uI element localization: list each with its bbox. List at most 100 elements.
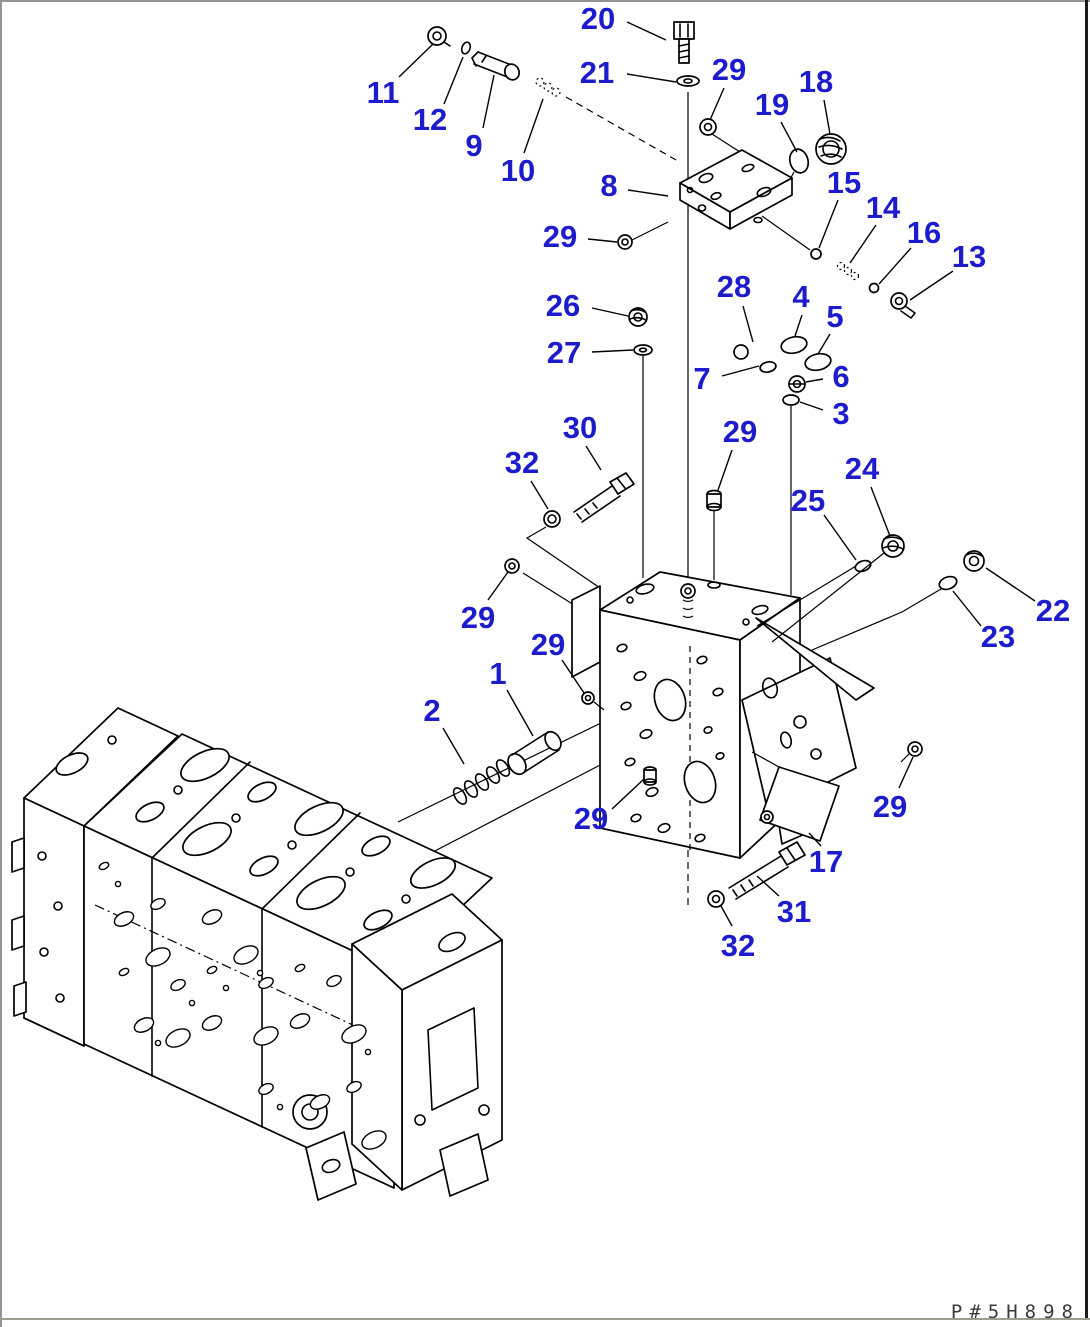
main-valve-block	[11, 707, 503, 1201]
part-15-ring	[810, 248, 822, 260]
leader-line-29	[487, 571, 509, 601]
part-21-washer	[676, 75, 700, 87]
callout-label-24: 24	[845, 451, 880, 486]
block-front-holes	[98, 861, 387, 1150]
frame-top-border	[0, 0, 1090, 2]
callout-label-8: 8	[600, 168, 617, 203]
leader-line-18	[823, 99, 831, 135]
leader-line-11	[398, 43, 434, 78]
callout-label-32: 32	[721, 928, 755, 963]
leader-line-32	[720, 905, 733, 927]
part-17-plate	[751, 751, 840, 842]
leader-line-26	[591, 307, 629, 317]
callout-label-17: 17	[809, 844, 843, 879]
callout-label-29: 29	[873, 789, 907, 824]
part-23-oring	[938, 575, 958, 591]
part-30-bolt	[573, 472, 635, 523]
leader-line-21	[626, 73, 677, 83]
callout-label-3: 3	[832, 396, 849, 431]
part-5-oring	[804, 352, 832, 372]
callout-label-31: 31	[777, 894, 811, 929]
leader-line-29	[709, 87, 725, 121]
callout-label-32: 32	[505, 445, 539, 480]
leader-line-15	[818, 199, 839, 249]
leader-line-20	[626, 21, 667, 41]
callout-label-4: 4	[792, 279, 810, 314]
part-24-plug	[881, 534, 905, 558]
callout-label-5: 5	[826, 299, 843, 334]
leader-line-29	[611, 778, 645, 810]
leader-line-2	[442, 727, 465, 765]
part-32-washer-lower	[707, 890, 725, 908]
leader-line-22	[985, 567, 1036, 602]
leader-line-30	[585, 445, 602, 471]
leader-line-31	[756, 875, 780, 897]
part-29-screw-bottom-right	[900, 741, 923, 763]
callout-label-11: 11	[367, 75, 400, 110]
callout-label-14: 14	[866, 190, 901, 225]
leader-line-16	[878, 247, 912, 285]
part-14-spring	[836, 261, 860, 281]
callout-label-29: 29	[712, 52, 746, 87]
callout-label-16: 16	[907, 215, 941, 250]
part-16-ring	[868, 282, 880, 294]
callout-label-10: 10	[501, 153, 535, 188]
leader-line-29	[717, 449, 733, 491]
callout-label-26: 26	[546, 288, 580, 323]
callout-label-29: 29	[531, 627, 565, 662]
part-13-fitting	[890, 292, 916, 319]
leader-line-29	[561, 659, 585, 694]
part-29-plug-mid	[706, 489, 722, 512]
part-18-plug	[815, 133, 847, 165]
part-29-plug-bottom-left	[643, 766, 657, 786]
part-27-washer	[633, 344, 653, 356]
part-2-spring	[452, 759, 511, 805]
frame-right-border	[1085, 0, 1088, 1320]
callout-label-28: 28	[717, 269, 751, 304]
part-31-bolt	[728, 841, 806, 900]
callout-label-18: 18	[799, 64, 833, 99]
leader-line-13	[909, 270, 954, 301]
block-top-bores	[55, 735, 457, 931]
leader-line-28	[742, 305, 754, 343]
part-10-spring	[535, 77, 561, 97]
part-6-piston	[788, 375, 806, 393]
leader-line-4	[794, 314, 803, 337]
callout-label-2: 2	[423, 693, 440, 728]
leader-line-7	[721, 365, 760, 377]
callout-label-19: 19	[755, 87, 789, 122]
cover-plate-part8	[679, 149, 811, 251]
callout-label-12: 12	[413, 102, 447, 137]
part-25-oring	[854, 559, 872, 573]
part-28-ring	[733, 344, 749, 360]
frame-left-border	[0, 0, 2, 1327]
leader-line-29	[898, 756, 914, 789]
callout-label-25: 25	[791, 483, 825, 518]
callout-label-1: 1	[489, 656, 506, 691]
callout-label-29: 29	[543, 219, 577, 254]
leader-line-25	[823, 514, 857, 561]
callout-label-21: 21	[580, 55, 614, 90]
callout-label-13: 13	[952, 239, 986, 274]
leader-line-32	[530, 480, 549, 510]
frame-bottom-border	[0, 1318, 1090, 1320]
callout-label-23: 23	[981, 619, 1015, 654]
part-3-washer	[782, 394, 800, 406]
leader-line-9	[482, 74, 495, 129]
leader-line-23	[952, 590, 982, 627]
callout-label-29: 29	[574, 801, 608, 836]
leader-line-5	[817, 333, 831, 355]
part-7-seal	[759, 360, 777, 374]
leader-line-14	[849, 224, 877, 264]
leader-line-1	[506, 689, 534, 737]
callout-label-22: 22	[1036, 593, 1070, 628]
leader-line-24	[870, 486, 891, 537]
part-32-washer-upper	[543, 510, 561, 528]
leader-line-8	[627, 189, 669, 197]
watermark: P#5H898	[950, 1301, 1080, 1318]
callout-label-9: 9	[465, 128, 482, 163]
leader-line-6	[805, 378, 824, 383]
leader-line-29	[587, 238, 618, 243]
